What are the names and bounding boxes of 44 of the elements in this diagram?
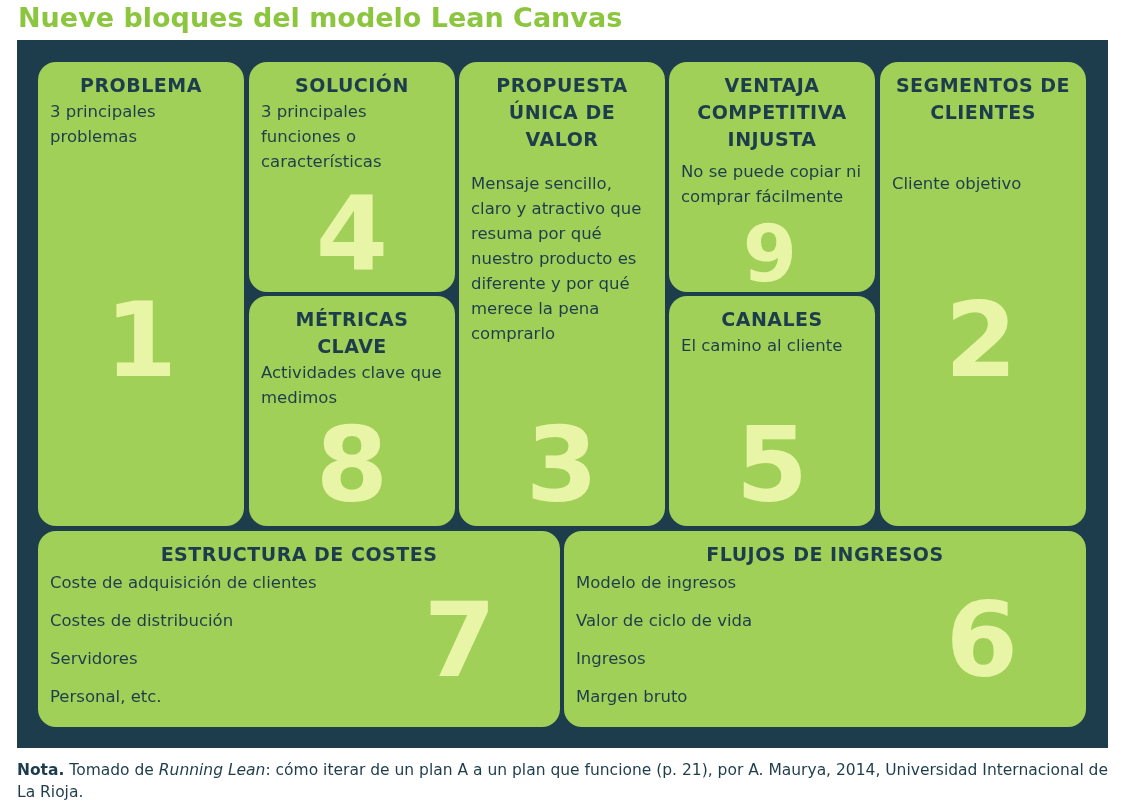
- block-text: Costes de distribución: [50, 610, 235, 632]
- canvas-block: [38, 62, 244, 526]
- block-text: Servidores: [50, 648, 139, 670]
- block-text: El camino al cliente: [681, 335, 844, 357]
- caption: Nota. Tomado de Running Lean: cómo iterar de un plan A a un plan que funcione (p. 21), por A. Maurya, 2014, Universidad Internacional de La Rioja.: [17, 760, 1109, 803]
- block-text: Modelo de ingresos: [576, 572, 738, 594]
- canvas-block: [249, 62, 455, 292]
- block-text: Valor de ciclo de vida: [576, 610, 754, 632]
- canvas-block: [249, 296, 455, 526]
- block-text: Cliente objetivo: [892, 173, 1023, 195]
- block-number: 5: [735, 413, 809, 517]
- canvas-block: [669, 62, 875, 292]
- canvas-block: [564, 531, 1086, 727]
- block-heading: SOLUCIÓN: [294, 72, 410, 98]
- block-number: 8: [315, 413, 389, 517]
- block-heading: CANALES: [720, 307, 824, 332]
- block-text: Margen bruto: [576, 686, 689, 708]
- block-heading: PROBLEMA: [79, 73, 203, 98]
- block-number: 7: [423, 588, 497, 692]
- title: Nueve bloques del modelo Lean Canvas: [18, 2, 623, 33]
- block-text: 3 principales problemas: [50, 101, 157, 148]
- block-number: 2: [944, 288, 1018, 392]
- block-heading: ESTRUCTURA DE COSTES: [159, 542, 439, 567]
- block-text: Mensaje sencillo, claro y atractivo que resuma por qué nuestro producto es diferente y por qué merece la pena comprarlo: [471, 173, 643, 345]
- block-number: 4: [315, 182, 389, 286]
- block-number: 9: [742, 215, 798, 293]
- block-number: 3: [525, 413, 599, 517]
- block-text: Personal, etc.: [50, 686, 163, 708]
- canvas-block: [459, 62, 665, 526]
- block-heading: PROPUESTA ÚNICA DE VALOR: [495, 73, 629, 152]
- block-text: Ingresos: [576, 648, 647, 670]
- block-text: 3 principales funciones o características: [261, 101, 383, 173]
- block-number: 6: [945, 588, 1019, 692]
- canvas-block: [38, 531, 560, 727]
- canvas-block: [880, 62, 1086, 526]
- block-heading: VENTAJA COMPETITIVA INJUSTA: [696, 73, 848, 152]
- block-text: Actividades clave que medimos: [261, 362, 443, 409]
- block-heading: MÉTRICAS CLAVE: [294, 307, 410, 359]
- canvas-block: [669, 296, 875, 526]
- block-heading: SEGMENTOS DE CLIENTES: [894, 73, 1072, 125]
- block-text: No se puede copiar ni comprar fácilmente: [681, 161, 863, 208]
- block-heading: FLUJOS DE INGRESOS: [705, 542, 945, 567]
- block-number: 1: [104, 288, 178, 392]
- block-text: Coste de adquisición de clientes: [50, 572, 318, 594]
